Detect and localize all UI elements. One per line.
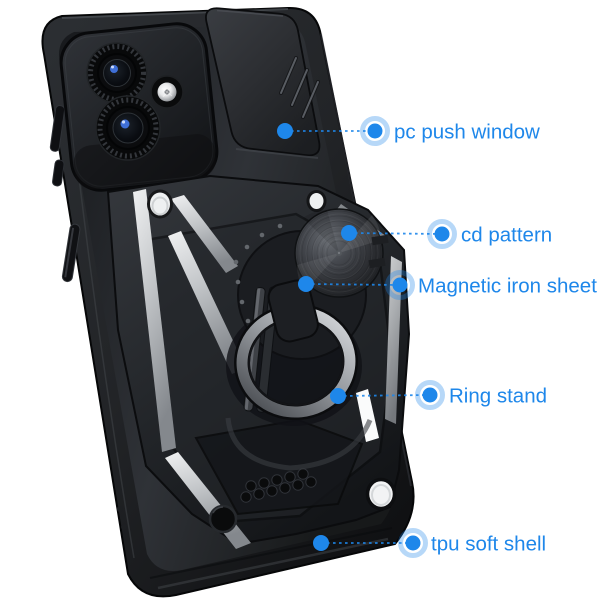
label-dot: [422, 387, 438, 403]
anchor-dot: [313, 535, 329, 551]
cd-grooves: [296, 210, 382, 296]
power-button: [52, 159, 65, 187]
side-key-highlight: [64, 227, 75, 278]
bottom-seam: [149, 527, 393, 579]
label-dot-halo: [398, 528, 428, 558]
callout-magnetic-iron-sheet: Magnetic iron sheet: [298, 270, 597, 300]
rivet-dots: [233, 223, 283, 357]
honeycomb-grid: [240, 468, 317, 503]
grip-lines: [279, 56, 320, 119]
hinge-knuckle: [267, 279, 319, 343]
callout-label: Magnetic iron sheet: [418, 274, 597, 297]
leader-line: [305, 283, 401, 286]
label-dot-halo: [427, 219, 457, 249]
callout-label: Ring stand: [449, 384, 547, 407]
cover-top-highlight: [216, 9, 284, 17]
hang-hole-right: [306, 190, 327, 212]
volume-button: [49, 105, 66, 152]
recess-rim: [225, 417, 373, 471]
disc-notch: [371, 234, 389, 246]
push-window-cover: [205, 7, 321, 159]
anchor-dot: [341, 225, 357, 241]
flash-led: [150, 75, 184, 109]
label-dot: [392, 277, 408, 293]
camera-lens-bottom: [95, 95, 161, 161]
bottom-lip-highlight: [157, 537, 389, 590]
label-dot: [405, 535, 421, 551]
camera-island: [59, 22, 231, 212]
label-dot-halo: [360, 116, 390, 146]
disc-notch: [368, 257, 386, 269]
cd-sheen-dark: [303, 210, 339, 253]
label-dot-halo: [415, 380, 445, 410]
cover-bottom-edge: [235, 148, 319, 159]
label-dot: [367, 123, 383, 139]
port-hole: [121, 524, 127, 530]
callout-ring-stand: Ring stand: [330, 380, 547, 410]
cd-sheen: [339, 215, 381, 253]
lens-glint: [110, 65, 118, 73]
screw-hole-black: [208, 504, 238, 534]
anchor-dot: [298, 276, 314, 292]
camera-lens-top: [86, 42, 148, 104]
side-buttons: [49, 105, 81, 283]
label-dot-halo: [385, 270, 415, 300]
callout-label: cd pattern: [461, 223, 552, 246]
label-dot: [434, 226, 450, 242]
callout-label: pc push window: [394, 120, 540, 143]
callout-label: tpu soft shell: [431, 532, 546, 555]
callout-cd-pattern: cd pattern: [341, 219, 552, 249]
anchor-dot: [330, 388, 346, 404]
lens-glint: [120, 119, 130, 129]
cover-plate: [205, 7, 321, 157]
callout-tpu-soft-shell: tpu soft shell: [313, 528, 546, 558]
anchor-dot: [277, 123, 293, 139]
port-hole: [117, 506, 123, 512]
callout-pc-push-window: pc push window: [277, 116, 540, 146]
